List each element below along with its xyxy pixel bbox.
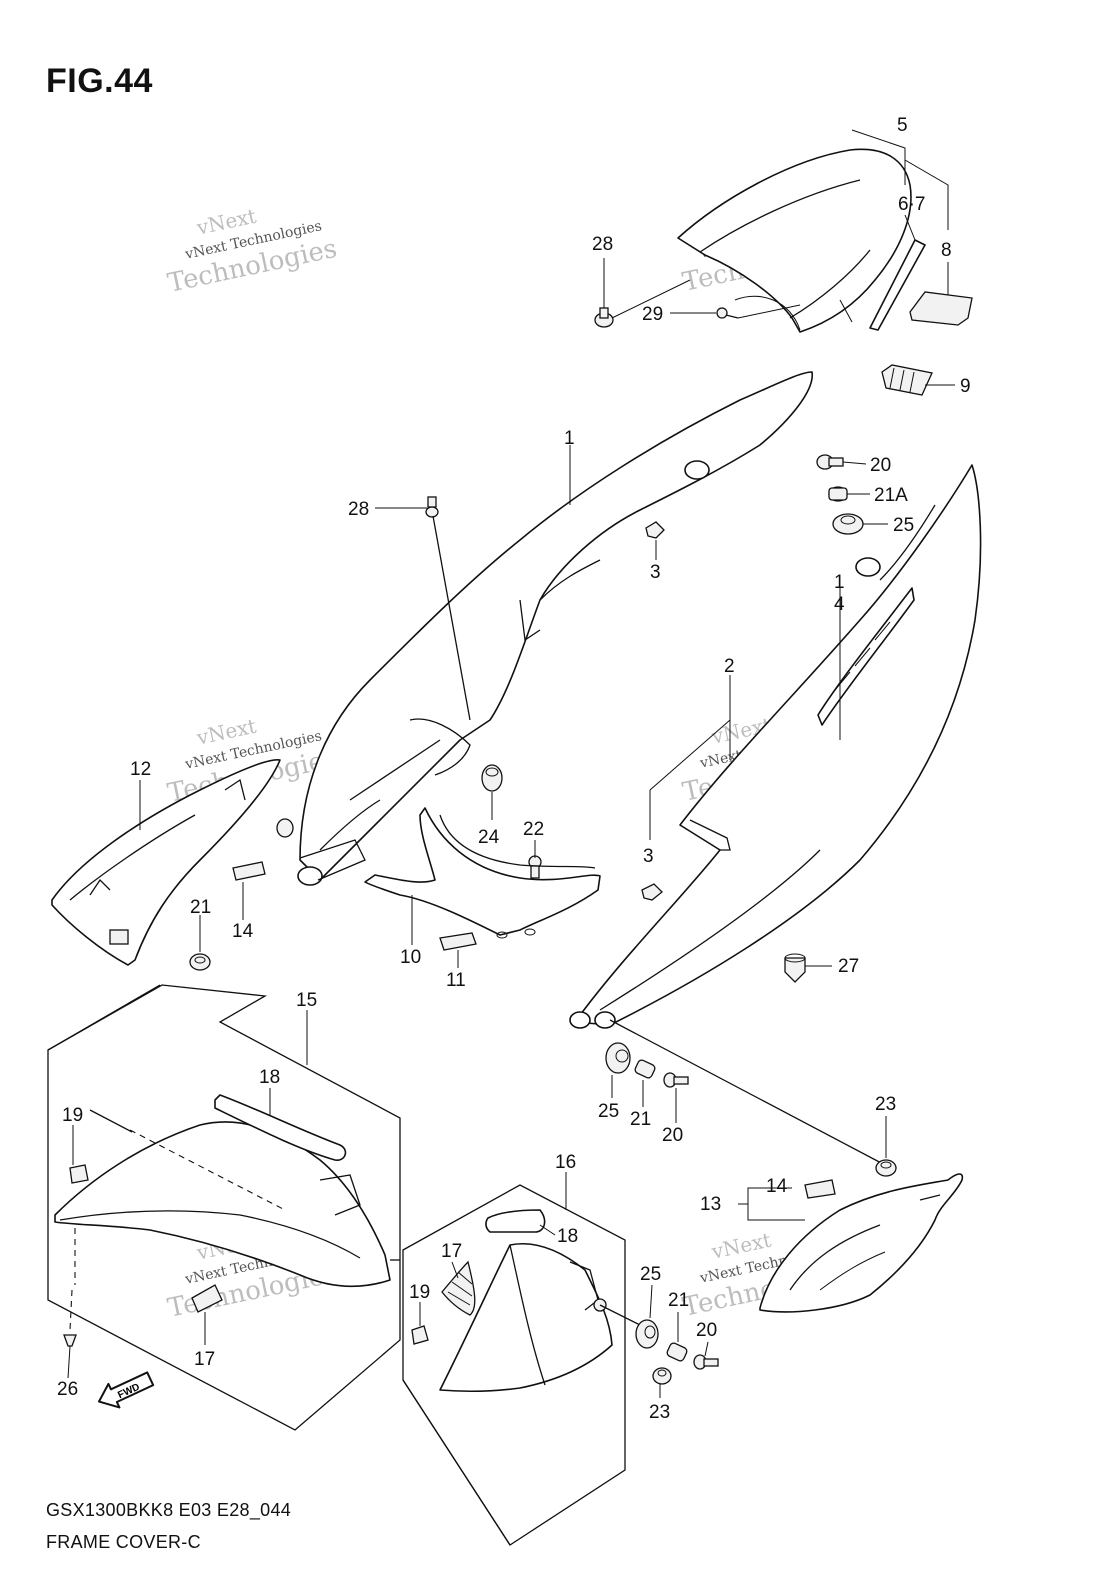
callout-1-right: 1: [834, 572, 845, 593]
callout-20-mid: 20: [662, 1125, 683, 1146]
callout-27: 27: [838, 956, 859, 977]
callout-20-low: 20: [696, 1320, 717, 1341]
callout-4: 4: [834, 594, 845, 615]
callout-25-low: 25: [640, 1264, 661, 1285]
part-20-screw-mid: [663, 1072, 689, 1088]
part-2-frame-cover-right: [569, 464, 982, 1029]
part-9-connector: [881, 364, 933, 396]
part-25-grommet-low: [635, 1319, 659, 1349]
section-name: FRAME COVER-C: [46, 1532, 201, 1552]
part-6-7-strip: [869, 239, 926, 331]
part-25-grommet-top: [832, 513, 864, 535]
part-14-pad-right: [804, 1179, 836, 1199]
part-13-rear-side-cover: [759, 1173, 964, 1313]
callout-24: 24: [478, 827, 500, 848]
part-12-front-side-cover: [51, 759, 281, 966]
part-20-screw-low: [693, 1354, 719, 1370]
callout-10: 10: [400, 947, 421, 968]
part-28-push-rivet-top: [594, 307, 614, 328]
callout-9: 9: [960, 376, 971, 397]
callout-2: 2: [724, 656, 735, 677]
part-23-nut-right: [875, 1159, 897, 1177]
callout-19-mid: 19: [409, 1282, 430, 1303]
part-29-screw: [716, 307, 739, 319]
part-21-collar-left: [189, 953, 211, 971]
part-24-grommet: [481, 764, 503, 792]
callout-5: 5: [897, 115, 908, 136]
callout-20-top: 20: [870, 455, 891, 476]
part-20-screw-top: [816, 454, 844, 470]
callout-3-lower: 3: [643, 846, 654, 867]
leader-lines: [67, 129, 955, 1398]
callout-3-upper: 3: [650, 562, 661, 583]
callout-8: 8: [941, 240, 952, 261]
part-28-push-rivet-mid: [425, 496, 471, 721]
callout-17-left: 17: [194, 1349, 215, 1370]
part-5-seat-cowl: [677, 148, 912, 333]
callout-21-mid: 21: [630, 1109, 651, 1130]
kit-15-box: [47, 984, 401, 1431]
assembly-line: [609, 1019, 886, 1166]
part-11-pad: [439, 932, 477, 951]
part-3-pad-lower: [641, 883, 663, 901]
part-10-bracket: [364, 807, 601, 939]
callout-23-low: 23: [649, 1402, 670, 1423]
callout-12: 12: [130, 759, 151, 780]
part-8-pad: [909, 291, 973, 326]
callout-14-left: 14: [232, 921, 254, 942]
callout-22: 22: [523, 819, 544, 840]
callout-21-low: 21: [668, 1290, 689, 1311]
part-23-nut-low: [652, 1367, 672, 1385]
callout-6-7: 6·7: [898, 194, 925, 215]
part-1-frame-cover-left: [297, 371, 813, 886]
part-25-grommet-mid: [605, 1042, 631, 1074]
kit-16-box: [402, 1184, 651, 1546]
part-21-collar-mid: [634, 1059, 656, 1079]
watermark-top-left: vNext vNext Technologies Technologies: [165, 204, 340, 299]
model-code: GSX1300BKK8 E03 E28_044: [46, 1500, 292, 1520]
callout-19-left: 19: [62, 1105, 83, 1126]
callout-29: 29: [642, 304, 663, 325]
callout-18-mid: 18: [557, 1226, 578, 1247]
part-21-collar-low: [666, 1342, 688, 1362]
callout-11: 11: [446, 970, 466, 991]
callout-18-left: 18: [259, 1067, 280, 1088]
part-22-screw: [528, 855, 542, 879]
part-grommet-front: [276, 818, 294, 838]
part-21A-collar: [828, 486, 848, 502]
figure-title: FIG.44: [46, 62, 153, 100]
callout-16: 16: [555, 1152, 576, 1173]
part-26-fastener: [63, 1334, 77, 1347]
callout-23-right: 23: [875, 1094, 896, 1115]
fwd-arrow-icon: FWD: [97, 1371, 155, 1409]
callout-25-top: 25: [893, 515, 914, 536]
callout-28-top: 28: [592, 234, 613, 255]
callout-26: 26: [57, 1379, 78, 1400]
callout-25-mid: 25: [598, 1101, 619, 1122]
callout-21-left: 21: [190, 897, 211, 918]
callout-21A: 21A: [874, 485, 908, 506]
callout-14-right: 14: [766, 1176, 788, 1197]
callout-13: 13: [700, 1194, 721, 1215]
part-14-pad-left: [232, 861, 266, 881]
callout-labels: 5 6·7 8 28 29 9 1 20 21A 28 25 3 1 4 2 1…: [57, 115, 971, 1423]
part-27-nut: [784, 953, 806, 983]
callout-28-mid: 28: [348, 499, 369, 520]
part-3-pad-upper: [645, 521, 665, 539]
callout-15: 15: [296, 990, 317, 1011]
callout-1: 1: [564, 428, 575, 449]
callout-17-mid: 17: [441, 1241, 462, 1262]
